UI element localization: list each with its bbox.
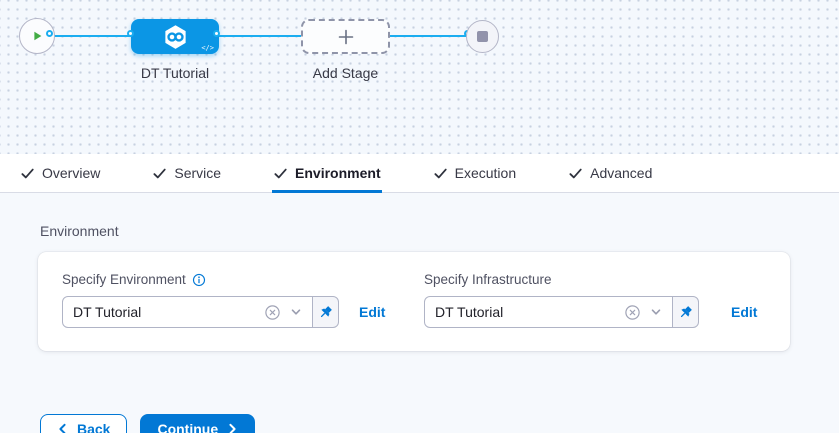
chevron-down-icon[interactable] xyxy=(650,306,662,318)
environment-field-group: Specify Environment xyxy=(62,272,385,328)
pipeline-end-node[interactable] xyxy=(466,20,499,53)
continue-button-label: Continue xyxy=(157,421,219,433)
environment-card: Specify Environment xyxy=(38,252,790,351)
edit-environment-link[interactable]: Edit xyxy=(359,304,386,320)
pushpin-icon xyxy=(678,305,693,320)
cd-hexagon-infinity-icon xyxy=(162,23,189,51)
back-button-label: Back xyxy=(77,421,111,433)
stop-square-icon xyxy=(477,31,488,42)
check-icon xyxy=(20,166,35,181)
chevron-right-icon xyxy=(226,423,238,433)
continue-button[interactable]: Continue xyxy=(140,414,256,433)
code-badge: </> xyxy=(201,44,214,52)
clear-circle-x-icon[interactable] xyxy=(624,304,641,321)
add-stage-label: Add Stage xyxy=(312,65,379,81)
edit-infrastructure-link[interactable]: Edit xyxy=(731,304,758,320)
plus-icon xyxy=(335,26,357,48)
tab-label: Advanced xyxy=(590,165,653,181)
pin-button[interactable] xyxy=(672,296,699,328)
tab-environment[interactable]: Environment xyxy=(272,154,382,193)
pipeline-canvas: </> DT Tutorial Add Stage xyxy=(0,0,839,154)
pushpin-icon xyxy=(318,305,333,320)
infrastructure-field-group: Specify Infrastructure xyxy=(424,272,757,328)
tab-label: Overview xyxy=(42,165,101,181)
clear-circle-x-icon[interactable] xyxy=(264,304,281,321)
back-button[interactable]: Back xyxy=(40,414,128,433)
chevron-left-icon xyxy=(57,423,69,433)
infrastructure-select[interactable] xyxy=(424,296,673,328)
infrastructure-select-value[interactable] xyxy=(435,304,615,320)
environment-field-label: Specify Environment xyxy=(62,272,385,287)
chevron-down-icon[interactable] xyxy=(290,306,302,318)
connector-line xyxy=(389,35,471,37)
pin-button[interactable] xyxy=(312,296,339,328)
tab-label: Service xyxy=(174,165,222,181)
environment-select-row: Edit xyxy=(62,296,385,328)
check-icon xyxy=(152,166,167,181)
environment-select[interactable] xyxy=(62,296,313,328)
info-icon[interactable] xyxy=(192,273,206,287)
stage-node-label: DT Tutorial xyxy=(140,65,210,81)
stage-tabs: Overview Service Environment Execution A… xyxy=(0,154,839,193)
tab-label: Environment xyxy=(295,165,381,181)
check-icon xyxy=(273,166,288,181)
play-icon xyxy=(30,29,44,43)
connector-dot xyxy=(213,30,220,37)
footer-actions: Back Continue xyxy=(40,414,256,433)
check-icon xyxy=(568,166,583,181)
environment-select-value[interactable] xyxy=(73,304,255,320)
tab-service[interactable]: Service xyxy=(152,154,221,192)
connector-dot xyxy=(46,30,53,37)
stage-node-dt-tutorial[interactable]: </> xyxy=(131,19,219,54)
environment-panel: Environment Specify Environment xyxy=(0,193,839,433)
section-title: Environment xyxy=(40,223,119,239)
connector-line xyxy=(52,35,134,37)
infrastructure-select-row: Edit xyxy=(424,296,757,328)
check-icon xyxy=(433,166,448,181)
connector-line xyxy=(218,35,303,37)
connector-dot xyxy=(127,30,134,37)
tab-label: Execution xyxy=(454,165,517,181)
tab-overview[interactable]: Overview xyxy=(20,154,100,192)
add-stage-node[interactable] xyxy=(301,19,390,54)
infrastructure-field-label: Specify Infrastructure xyxy=(424,272,552,287)
tab-execution[interactable]: Execution xyxy=(433,154,516,192)
tab-advanced[interactable]: Advanced xyxy=(568,154,652,192)
